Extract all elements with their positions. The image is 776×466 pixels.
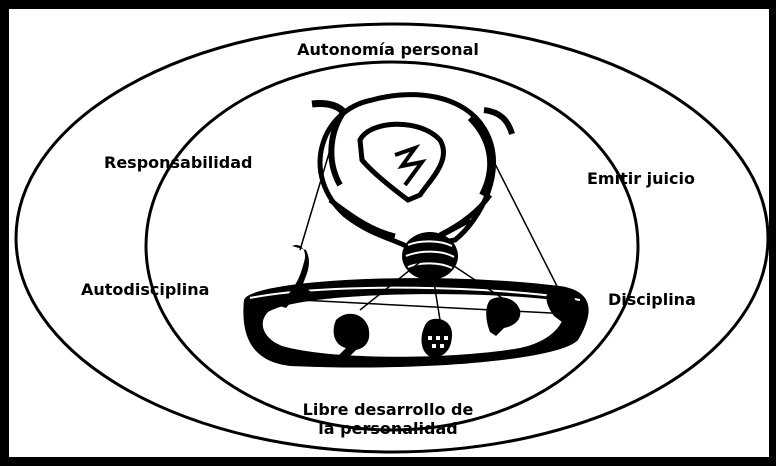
label-autonomia-personal: Autonomía personal — [297, 40, 479, 59]
label-libre-desarrollo: Libre desarrollo de la personalidad — [0, 400, 776, 438]
label-libre-desarrollo-line2: la personalidad — [318, 419, 458, 438]
label-responsabilidad: Responsabilidad — [104, 153, 253, 172]
label-disciplina: Disciplina — [608, 290, 696, 309]
figure-icon — [280, 244, 577, 360]
label-emitir-juicio: Emitir juicio — [587, 169, 695, 188]
lightbulb-icon — [311, 92, 515, 280]
outer-ellipse — [14, 22, 770, 454]
ropes — [299, 149, 571, 321]
figure-details — [428, 336, 448, 348]
inner-ellipse — [144, 60, 640, 432]
label-libre-desarrollo-line1: Libre desarrollo de — [302, 400, 474, 419]
label-autodisciplina: Autodisciplina — [81, 280, 210, 299]
